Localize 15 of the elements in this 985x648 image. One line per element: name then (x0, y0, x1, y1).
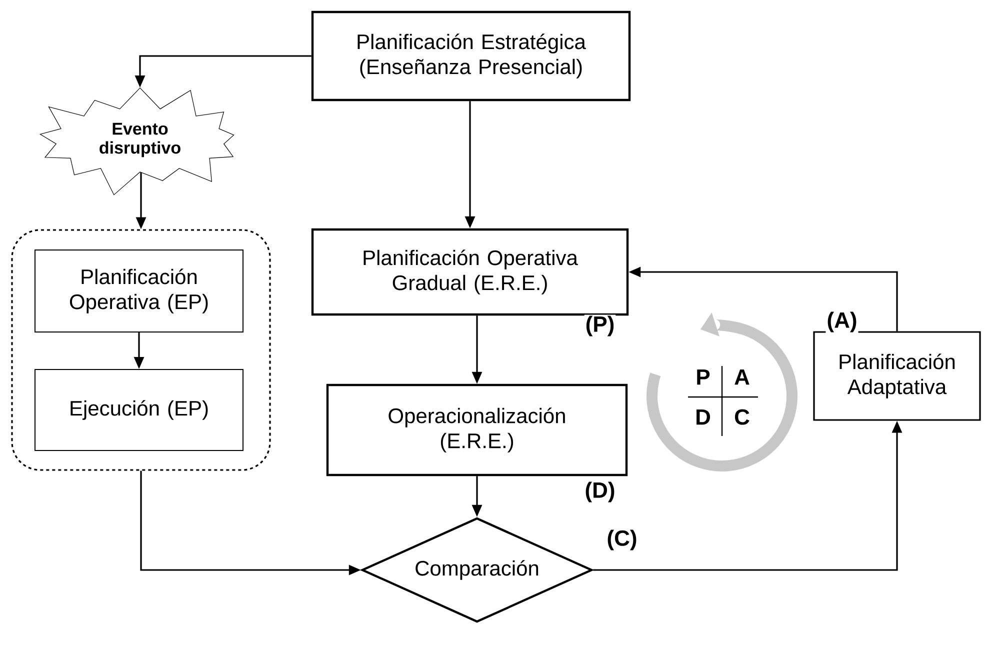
cycle-letter: C (734, 409, 750, 425)
cycle-letter: A (734, 369, 750, 385)
process-box: Planificación Adaptativa (813, 331, 981, 421)
step-letter: (C) (606, 528, 638, 552)
process-box: Planificación Operativa Gradual (E.R.E.) (311, 228, 629, 316)
cycle-letter: P (697, 369, 710, 385)
step-letter: (P) (584, 314, 616, 338)
dashed-group (11, 229, 271, 471)
step-letter: (D) (584, 480, 616, 504)
cycle-letter: D (696, 409, 710, 425)
process-box: Operacionalización (E.R.E.) (326, 384, 628, 476)
process-box: Planificación Operativa (EP) (34, 250, 244, 332)
process-box: Ejecución (EP) (34, 369, 244, 451)
step-letter: (A) (826, 310, 858, 334)
process-box: Planificación Estratégica (Enseñanza Presencial) (311, 10, 631, 102)
